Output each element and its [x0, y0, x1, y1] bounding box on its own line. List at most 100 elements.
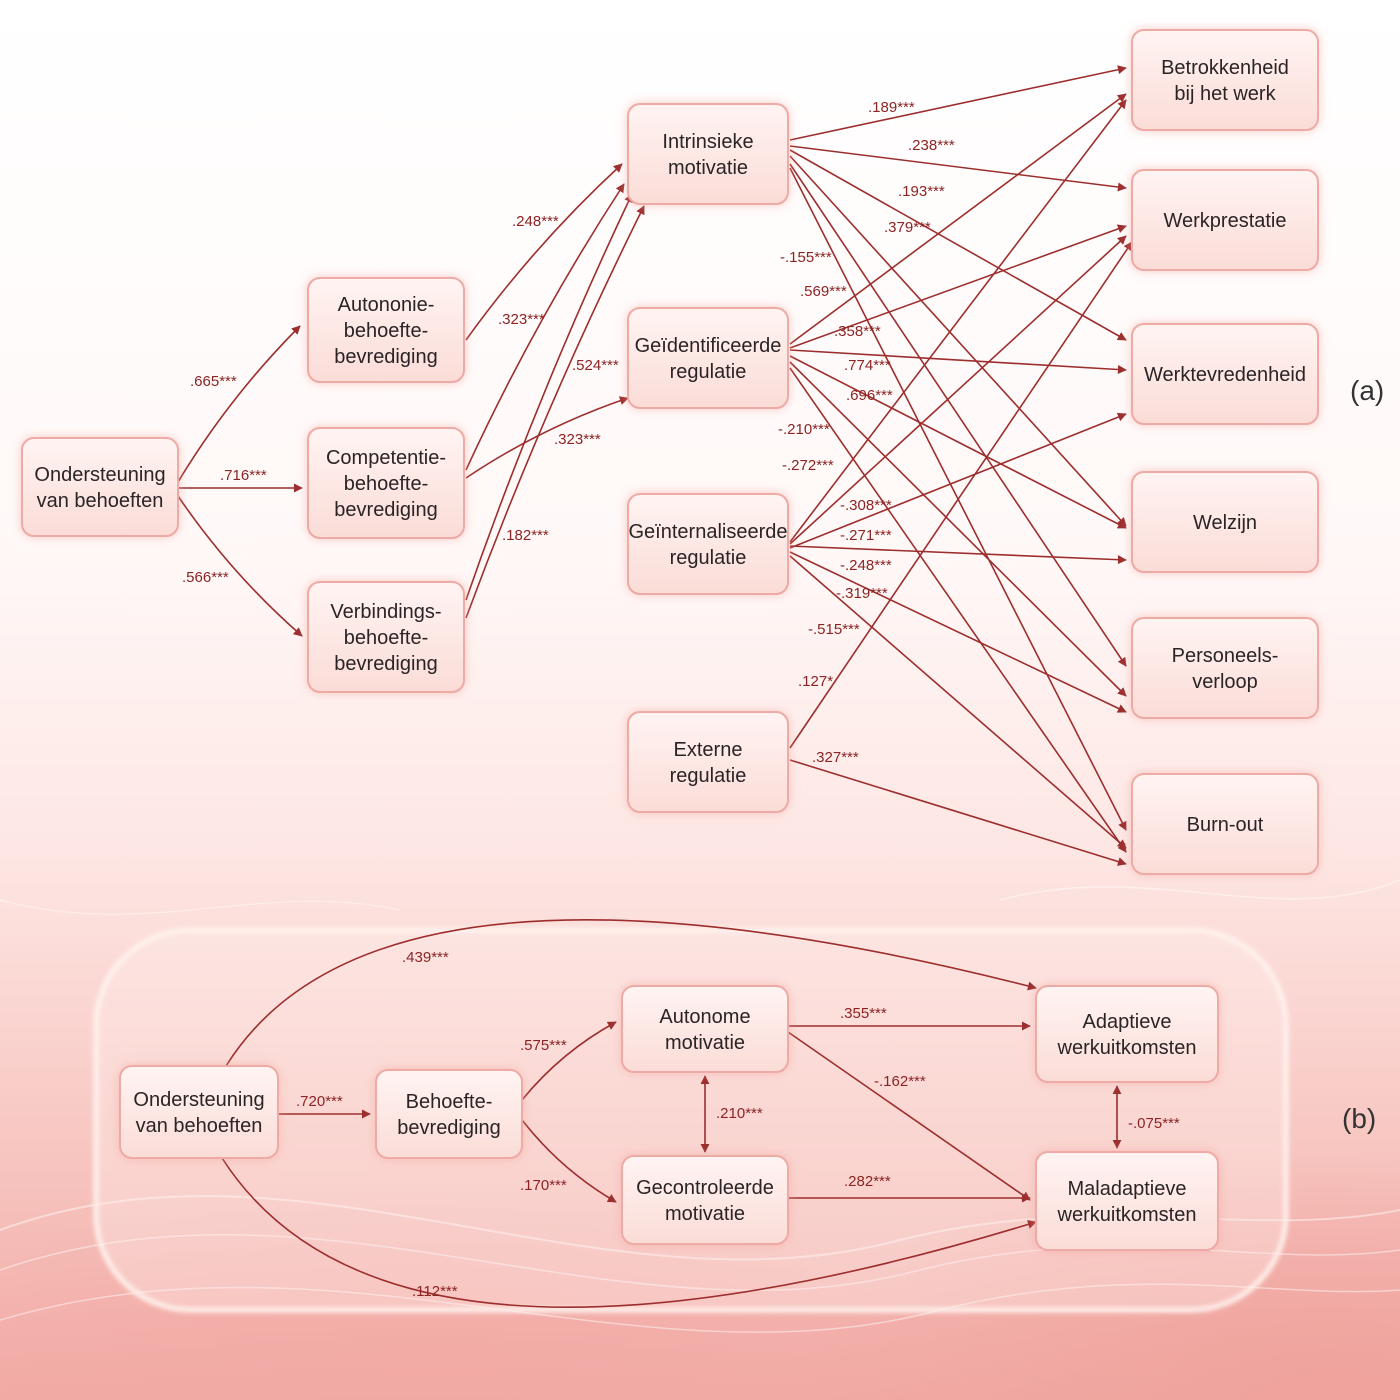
node-label-line: bevrediging	[334, 653, 437, 675]
edge-label: .112***	[412, 1283, 458, 1300]
edge-label: .238***	[908, 137, 955, 154]
edge-label: -.515***	[808, 621, 860, 638]
node-a-bet: Betrokkenheid bij het werk	[1131, 29, 1319, 131]
edge-line	[787, 1031, 1031, 1201]
edge-a-com-to-a-int	[465, 183, 625, 471]
node-a-wel: Welzijn	[1131, 471, 1319, 573]
node-box	[307, 277, 465, 383]
node-label-line: Autonome	[659, 1006, 750, 1028]
node-label-line: behoefte-	[344, 473, 429, 495]
node-box	[119, 1065, 279, 1159]
edge-label: .439***	[402, 949, 449, 966]
node-box	[1131, 323, 1319, 425]
node-label-line: bevrediging	[397, 1117, 500, 1139]
edge-label: .323***	[498, 311, 545, 328]
edge-label: .193***	[898, 183, 945, 200]
node-label: Betrokkenheid bij het werk	[1161, 57, 1289, 105]
node-box	[1035, 985, 1219, 1083]
edge-line	[789, 545, 1127, 565]
edge-label: .248***	[512, 213, 559, 230]
edge-line	[789, 555, 1127, 849]
node-label-line: bevrediging	[334, 346, 437, 368]
edge-line	[177, 325, 301, 483]
panel-label-a: (a)	[1350, 375, 1384, 406]
edge-label: -.319***	[836, 585, 888, 602]
node-a-per: Personeels-verloop	[1131, 617, 1319, 719]
node-label: Werktevredenheid	[1144, 364, 1306, 386]
node-a-bur: Burn-out	[1131, 773, 1319, 875]
edge-a-ver-to-a-int	[465, 193, 633, 601]
edge-label: .720***	[296, 1093, 343, 1110]
edge-label: .774***	[844, 357, 891, 374]
node-label-line: Maladaptieve	[1068, 1178, 1187, 1200]
edge-line	[789, 349, 1127, 375]
edge-label: .189***	[868, 99, 915, 116]
node-label-line: Verbindings-	[330, 601, 441, 623]
edge-label: .323***	[554, 431, 601, 448]
node-label: Behoefte-bevrediging	[397, 1091, 500, 1139]
edge-a-gin-to-a-bur	[789, 555, 1127, 849]
edge-a-int-to-a-per	[789, 163, 1127, 667]
edge-line	[465, 183, 625, 471]
node-box	[1131, 169, 1319, 271]
node-label-line: van behoeften	[136, 1115, 263, 1137]
edge-label: .355***	[840, 1005, 887, 1022]
node-box	[627, 307, 789, 409]
node-label-line: Geïdentificeerde	[635, 335, 782, 357]
edge-label: .524***	[572, 357, 619, 374]
node-label-line: regulatie	[670, 765, 747, 787]
node-label-line: Gecontroleerde	[636, 1177, 774, 1199]
edge-a-ext-to-a-bur	[789, 759, 1127, 866]
edge-a-ext-to-a-wpr	[789, 241, 1133, 749]
edge-a-gid-to-a-wpr	[789, 224, 1127, 349]
node-label-line: werkuitkomsten	[1057, 1037, 1197, 1059]
edge-line	[789, 99, 1127, 543]
edge-label: .170***	[520, 1177, 567, 1194]
node-box	[1131, 617, 1319, 719]
node-label-line: Ondersteuning	[133, 1089, 264, 1111]
node-label-line: Behoefte-	[406, 1091, 493, 1113]
edges	[177, 65, 1133, 1308]
node-a-aut: Autononie-behoefte-bevrediging	[307, 277, 465, 383]
edge-line	[789, 163, 1127, 667]
node-label-line: bij het werk	[1174, 83, 1276, 105]
node-label-line: Competentie-	[326, 447, 446, 469]
edge-b-ond-to-b-ada	[225, 919, 1037, 1067]
node-label: Burn-out	[1187, 814, 1264, 836]
edge-label: .716***	[220, 467, 267, 484]
edge-line	[789, 93, 1127, 345]
node-box	[307, 427, 465, 539]
edge-line	[789, 551, 1127, 713]
edge-b-beh-to-b-gec	[521, 1119, 617, 1203]
edge-a-gin-to-a-bet	[789, 99, 1127, 543]
node-label-line: Ondersteuning	[34, 464, 165, 486]
edge-label: -.210***	[778, 421, 830, 438]
edge-line	[789, 412, 1127, 549]
node-label: Ondersteuning van behoeften	[133, 1089, 264, 1137]
edge-line	[465, 163, 623, 341]
edge-a-ond-to-a-ver	[177, 495, 303, 637]
node-a-ver: Verbindings-behoefte-bevrediging	[307, 581, 465, 693]
edge-line	[789, 235, 1127, 545]
node-label-line: Adaptieve	[1083, 1011, 1172, 1033]
node-label: Autononie-behoefte-bevrediging	[334, 294, 437, 368]
edge-line	[221, 1157, 1037, 1308]
node-label-line: Werkprestatie	[1163, 210, 1286, 232]
edge-line	[177, 495, 303, 637]
edge-label: .282***	[844, 1173, 891, 1190]
edge-a-int-to-a-wpr	[789, 145, 1127, 192]
node-label-line: Betrokkenheid	[1161, 57, 1289, 79]
